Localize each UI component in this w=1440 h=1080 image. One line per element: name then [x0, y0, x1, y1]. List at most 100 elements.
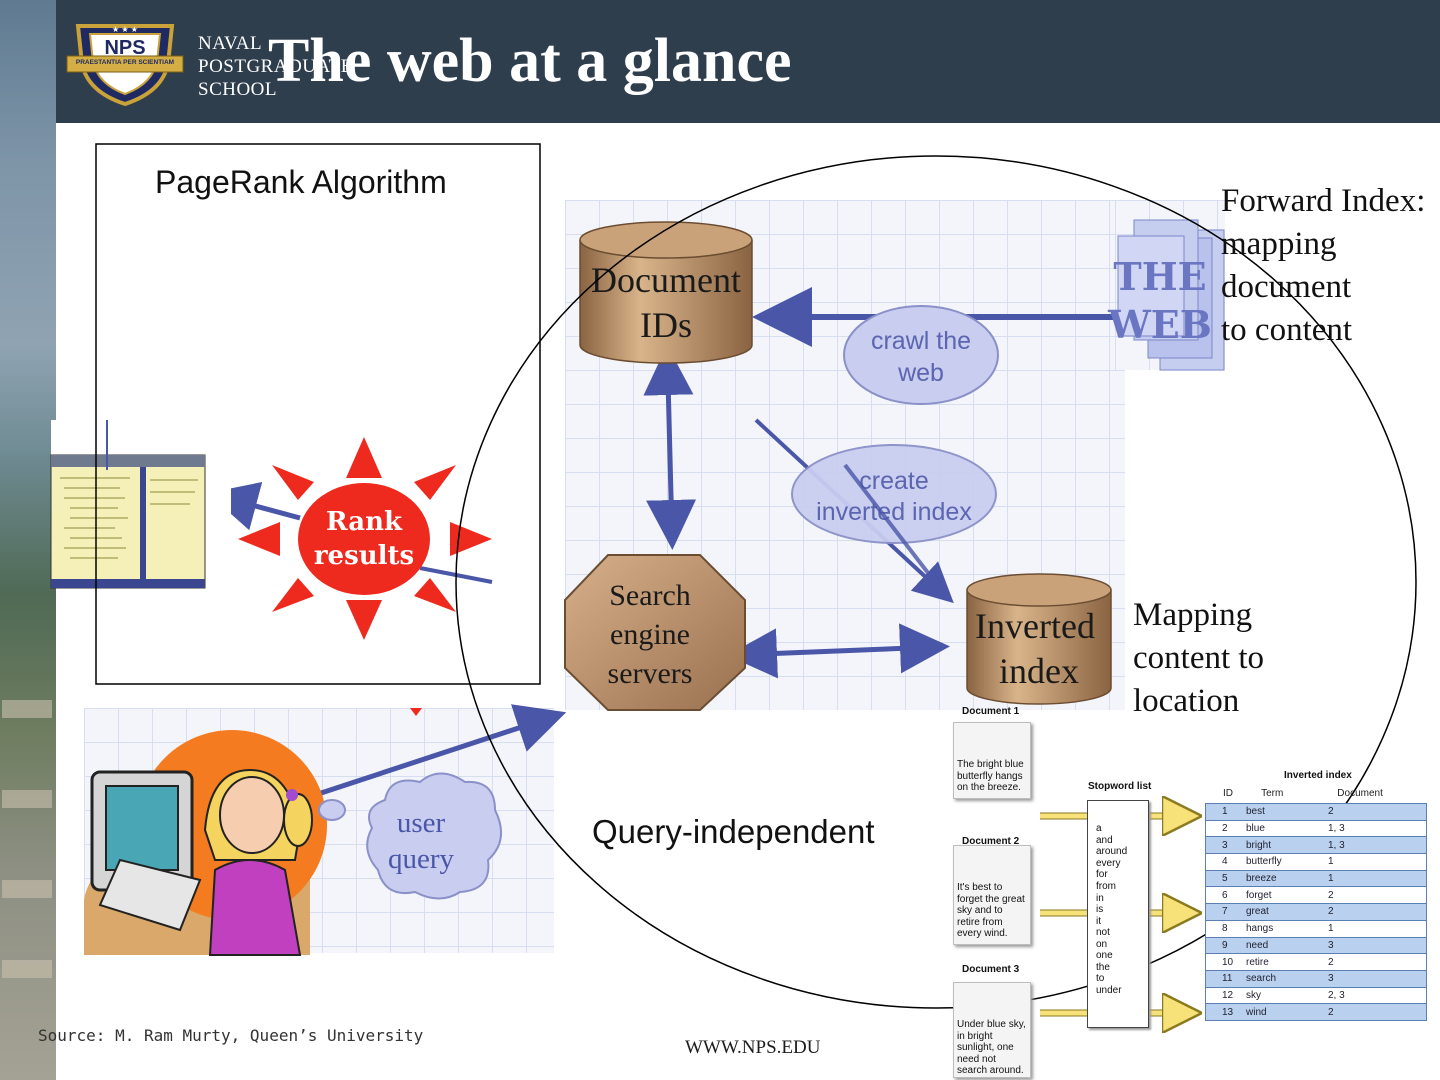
table-cell: 9: [1222, 939, 1228, 951]
slide-title: The web at a glance: [268, 27, 792, 95]
seal-motto: PRAESTANTIA PER SCIENTIAM: [76, 59, 174, 66]
rank-line2: results: [314, 541, 414, 571]
table-cell: 1: [1222, 806, 1228, 818]
table-cell: 2: [1328, 906, 1334, 918]
school-name: NAVAL POSTGRADUATE SCHOOL: [198, 32, 353, 101]
stopword: not: [1096, 927, 1110, 938]
table-row: 3 bright 1, 3: [1206, 837, 1426, 855]
table-cell: 7: [1222, 906, 1228, 918]
table-cell: 2: [1328, 889, 1334, 901]
doc3-card: Under blue sky, in bright sunlight, one …: [953, 982, 1031, 1078]
stopword-list: a and around every for from in is it not…: [1087, 800, 1149, 1028]
school-line-school: SCHOOL: [198, 79, 278, 100]
pagerank-box: [95, 143, 541, 685]
table-row: 9 need 3: [1206, 937, 1426, 955]
the-web-line2: WEB: [1107, 302, 1212, 347]
nps-seal-logo: PRAESTANTIA PER SCIENTIAM NPS ★ ★ ★: [66, 24, 184, 107]
query-arrow: [311, 704, 567, 799]
document-ids-line2: IDs: [640, 305, 692, 345]
stopword: under: [1096, 985, 1122, 996]
table-cell: 2: [1328, 1006, 1334, 1018]
stopword: the: [1096, 962, 1110, 973]
doc2-title: Document 2: [962, 836, 1020, 847]
table-cell: 1, 3: [1328, 839, 1345, 851]
doc2-text: It's best to forget the great sky and to…: [957, 882, 1025, 939]
results-arrow: [207, 481, 301, 531]
rank-results-sunburst: Rank results: [238, 437, 492, 640]
doc1-text: The bright blue butterfly hangs on the b…: [957, 759, 1024, 793]
table-cell: best: [1246, 806, 1265, 818]
school-line-postgraduate: POSTGRADUATE: [198, 56, 353, 77]
table-cell: 2: [1222, 823, 1228, 835]
search-line1: Search: [609, 579, 691, 612]
table-cell: 6: [1222, 889, 1228, 901]
stopword: a: [1096, 823, 1102, 834]
table-row: 12 sky 2, 3: [1206, 987, 1426, 1005]
table-cell: 3: [1222, 839, 1228, 851]
table-cell: sky: [1246, 989, 1261, 1001]
stopword-title: Stopword list: [1088, 781, 1152, 792]
source-credit: Source: M. Ram Murty, Queen’s University: [38, 1026, 424, 1045]
table-cell: blue: [1246, 823, 1265, 835]
doc2-card: It's best to forget the great sky and to…: [953, 845, 1031, 945]
results-page-thumbnail: [50, 420, 231, 589]
rank-line1: Rank: [326, 507, 403, 537]
create-index-line1: create: [859, 467, 928, 495]
table-cell: 3: [1328, 939, 1334, 951]
table-cell: 2, 3: [1328, 989, 1345, 1001]
crawl-line1: crawl the: [871, 327, 971, 355]
table-cell: 4: [1222, 856, 1228, 868]
table-cell: 11: [1222, 973, 1233, 985]
search-line2: engine: [610, 618, 690, 651]
query-independent-ellipse: [455, 155, 1417, 1009]
school-line-naval: NAVAL: [198, 33, 263, 54]
doc3-text: Under blue sky, in bright sunlight, one …: [957, 1019, 1026, 1076]
docs-search-arrow: [643, 345, 697, 550]
table-cell: 10: [1222, 956, 1234, 968]
mapping-label: Mapping content to location: [1133, 597, 1265, 719]
table-cell: hangs: [1246, 923, 1274, 935]
query-independent-label: Query-independent: [592, 813, 875, 850]
user-at-computer-illustration: [84, 730, 346, 956]
the-web-line1: THE: [1113, 254, 1206, 299]
campus-photo-strip: [0, 0, 56, 1080]
table-cell: 12: [1222, 989, 1234, 1001]
inverted-index-cylinder: Inverted index: [966, 573, 1112, 705]
search-engine-servers-octagon: Search engine servers: [564, 554, 746, 711]
inverted-index-table: ID Term Document 1 best 2 2 blue 1, 3 3 bright 1…: [1205, 788, 1427, 1021]
table-cell: 5: [1222, 873, 1228, 885]
table-cell: need: [1246, 939, 1269, 951]
user-query-line2: query: [388, 843, 455, 875]
table-header: ID Term Document: [1205, 788, 1427, 803]
table-cell: 1: [1328, 923, 1334, 935]
table-row: 8 hangs 1: [1206, 920, 1426, 938]
table-cell: 8: [1222, 923, 1228, 935]
stopword: in: [1096, 893, 1104, 904]
stopword: from: [1096, 881, 1116, 892]
footer-url: WWW.NPS.EDU: [685, 1037, 821, 1058]
table-cell: search: [1246, 973, 1277, 985]
column-header: Document: [1337, 788, 1383, 799]
inverted-line2: index: [999, 651, 1079, 691]
stopword: around: [1096, 846, 1128, 857]
seal-text: NPS: [104, 37, 145, 59]
table-cell: 1: [1328, 856, 1334, 868]
table-cell: bright: [1246, 839, 1272, 851]
header-bar: [56, 0, 1440, 123]
table-row: 11 search 3: [1206, 970, 1426, 988]
stopword: one: [1096, 950, 1113, 961]
inverted-index-table-title: Inverted index: [1284, 770, 1352, 781]
stopword: to: [1096, 973, 1105, 984]
table-cell: wind: [1246, 1006, 1267, 1018]
crawl-line2: web: [897, 359, 944, 387]
stopword: it: [1096, 916, 1101, 927]
table-cell: 3: [1328, 973, 1334, 985]
doc1-card: The bright blue butterfly hangs on the b…: [953, 722, 1031, 799]
